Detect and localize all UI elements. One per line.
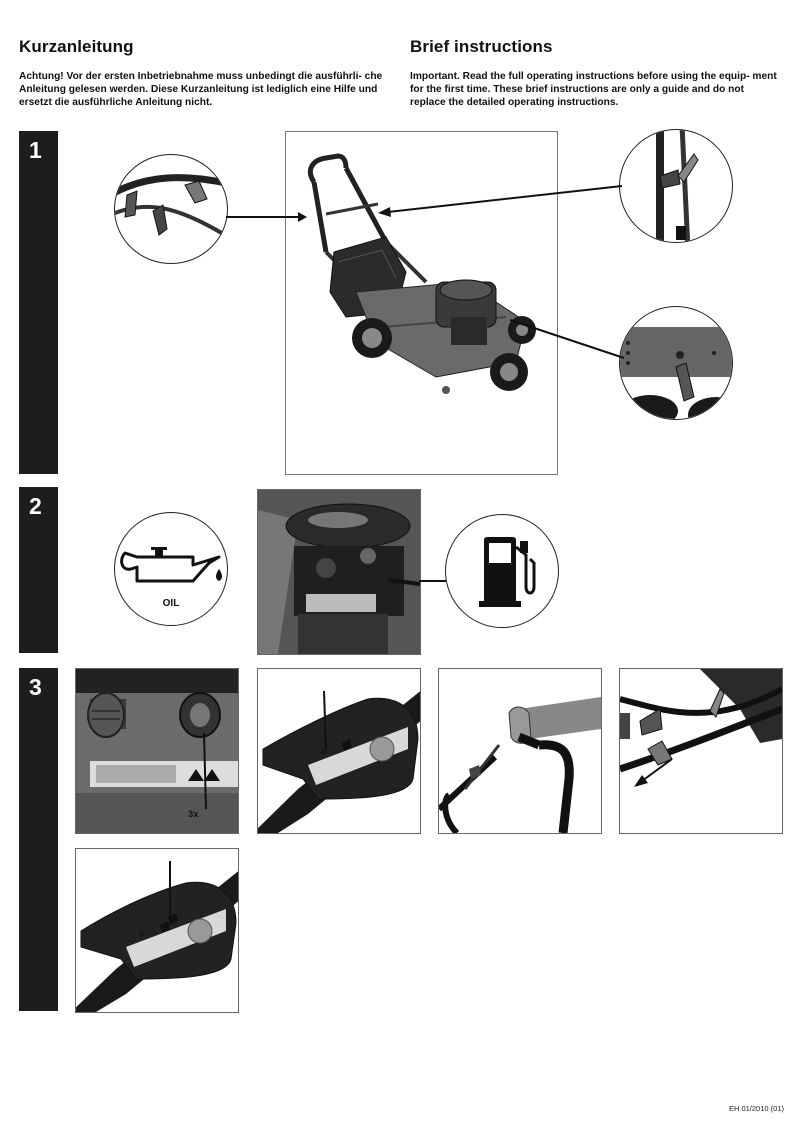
intro-de: Achtung! Vor der ersten Inbetriebnahme m…: [19, 71, 383, 108]
step-2-bar: 2: [19, 487, 58, 653]
snowflake-icon: ❄: [320, 748, 328, 758]
title-de: Kurzanleitung: [19, 37, 134, 56]
step-3-number: 3: [29, 674, 42, 700]
title-en: Brief instructions: [410, 37, 553, 56]
step-1-number: 1: [29, 137, 42, 163]
step-2-number: 2: [29, 493, 42, 519]
step-3-choke-photo: ❄: [257, 668, 421, 834]
step-3-choke-photo-2: ❄: [75, 848, 239, 1013]
fuel-circle: [445, 514, 559, 628]
oil-can-icon: [120, 547, 222, 583]
svg-text:❄: ❄: [138, 930, 146, 940]
step-1-mower-image: [285, 131, 558, 475]
step-3-bar: 3: [19, 668, 58, 1011]
arrow-icon: [298, 212, 307, 222]
step-1-detail-height-adjust: [619, 306, 733, 420]
pointer-line-right: [378, 185, 623, 217]
step-1-detail-lever-right: [619, 129, 733, 243]
pointer-line-lower: [509, 319, 625, 359]
step-1-detail-lever-left: [114, 154, 228, 264]
count-label: 3x: [188, 809, 199, 820]
step-3-lever-photo: [619, 668, 783, 834]
step-1-bar: 1: [19, 131, 58, 474]
intro-en: Important. Read the full operating instr…: [410, 71, 777, 108]
choke-icon: [342, 739, 352, 751]
step-3-hand-photo: [438, 668, 602, 834]
step-2-engine-photo: [257, 489, 421, 655]
pointer-line: [226, 216, 304, 218]
step-3-primer-photo: 3x: [75, 668, 239, 834]
pointer-line-fuel: [419, 580, 447, 582]
oil-label: OIL: [162, 598, 180, 609]
fuel-pump-icon: [479, 537, 536, 607]
footer-code: EH 01/2010 (01): [728, 1104, 784, 1113]
oil-circle: OIL: [114, 512, 228, 626]
lawnmower-illustration: [308, 153, 536, 394]
